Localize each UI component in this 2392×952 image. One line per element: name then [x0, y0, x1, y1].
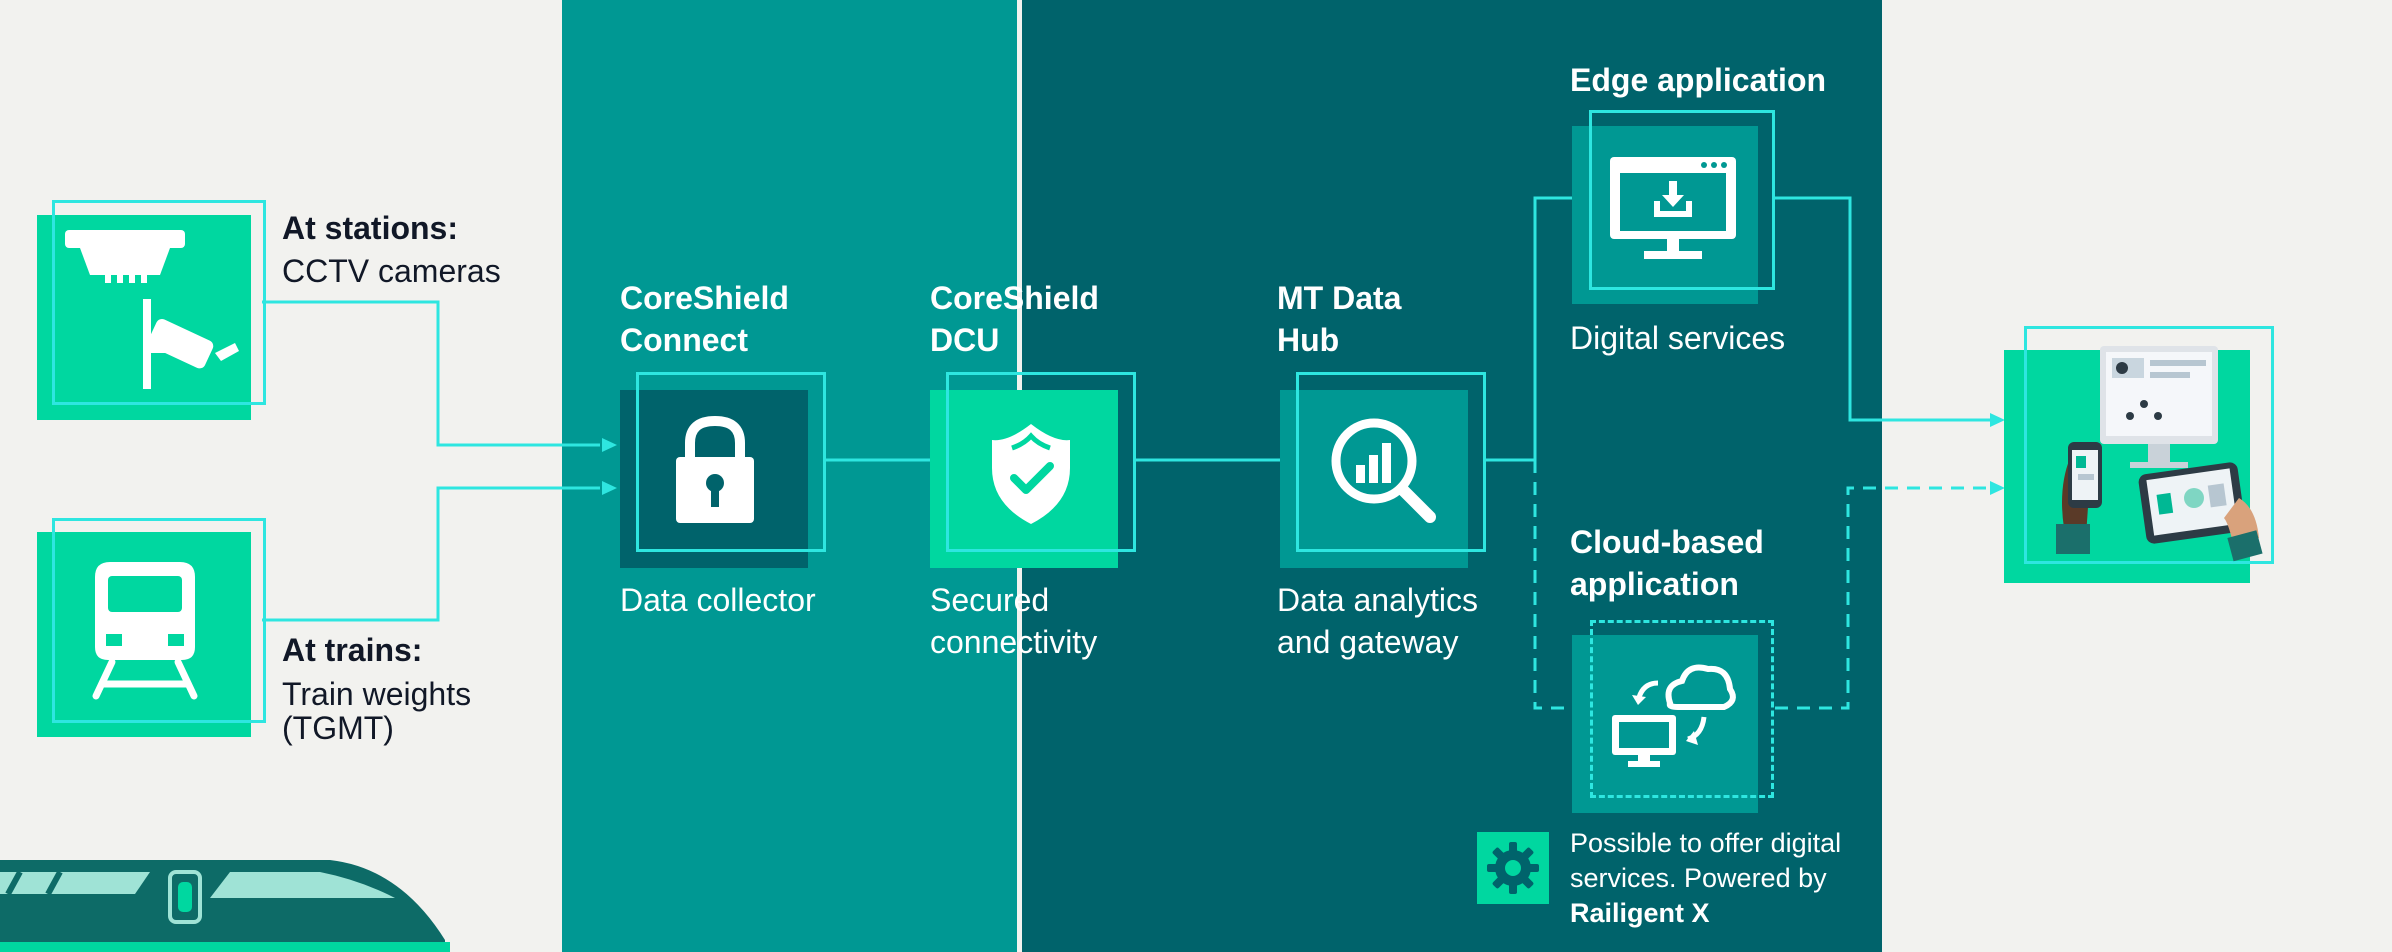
connect-title-line2: Connect [620, 322, 748, 358]
arrowhead-stations [602, 438, 617, 452]
cctv-camera-icon [65, 230, 239, 389]
hub-title-line1: MT Data [1277, 280, 1402, 316]
magnifier-chart-icon [1331, 418, 1436, 523]
hub-caption-line1: Data analytics [1277, 582, 1478, 618]
trains-subtitle-line1: Train weights [282, 676, 472, 712]
arrowhead-output-dashed [1990, 481, 2005, 495]
dcu-caption-line2: connectivity [930, 624, 1098, 660]
dcu-title-line1: CoreShield [930, 280, 1099, 316]
hub-tile-outline [1296, 372, 1486, 552]
connector-stations [262, 300, 600, 447]
gear-icon [1487, 842, 1539, 894]
cloud-tile-outline-dashed [1590, 620, 1774, 798]
train-illustration [0, 860, 450, 952]
edge-tile-outline [1589, 110, 1775, 290]
cloud-note-line1: Possible to offer digital [1570, 828, 1842, 858]
trains-subtitle-line2: (TGMT) [282, 710, 394, 746]
connector-cloud-output-dashed [1775, 486, 1990, 710]
connect-caption: Data collector [620, 582, 816, 618]
hub-title-line2: Hub [1277, 322, 1340, 358]
connect-tile-outline [636, 372, 826, 552]
trains-tile-outline [52, 518, 266, 723]
connector-edge-output [1775, 196, 1990, 422]
connector-trains [262, 486, 600, 622]
stations-tile-outline [52, 200, 266, 405]
stations-subtitle: CCTV cameras [282, 253, 501, 289]
cloud-title-line1: Cloud-based [1570, 524, 1764, 560]
edge-title: Edge application [1570, 62, 1827, 98]
cloud-note-line2: services. Powered by [1570, 863, 1827, 893]
hub-caption-line2: and gateway [1277, 624, 1459, 660]
dcu-caption-line1: Secured [930, 582, 1050, 618]
dcu-title-line2: DCU [930, 322, 1000, 358]
trains-title: At trains: [282, 632, 423, 668]
connector-hub-edge [1485, 196, 1590, 462]
cloud-title-line2: application [1570, 566, 1739, 602]
arrowhead-trains [602, 481, 617, 495]
monitor-download-icon [1610, 157, 1736, 259]
dcu-tile-outline [946, 372, 1136, 552]
output-tile-outline [2024, 326, 2274, 564]
edge-caption: Digital services [1570, 320, 1786, 356]
train-front-icon [92, 562, 198, 700]
connector-hub-cloud-dashed [1533, 460, 1572, 710]
arrowhead-output-solid [1990, 413, 2005, 427]
cloud-sync-icon [1612, 664, 1736, 767]
devices-illustration [2056, 346, 2263, 562]
padlock-icon [676, 415, 754, 523]
shield-check-icon [992, 424, 1070, 524]
stations-title: At stations: [282, 210, 458, 246]
cloud-note-brand: Railigent X [1570, 898, 1710, 928]
connect-title-line1: CoreShield [620, 280, 789, 316]
